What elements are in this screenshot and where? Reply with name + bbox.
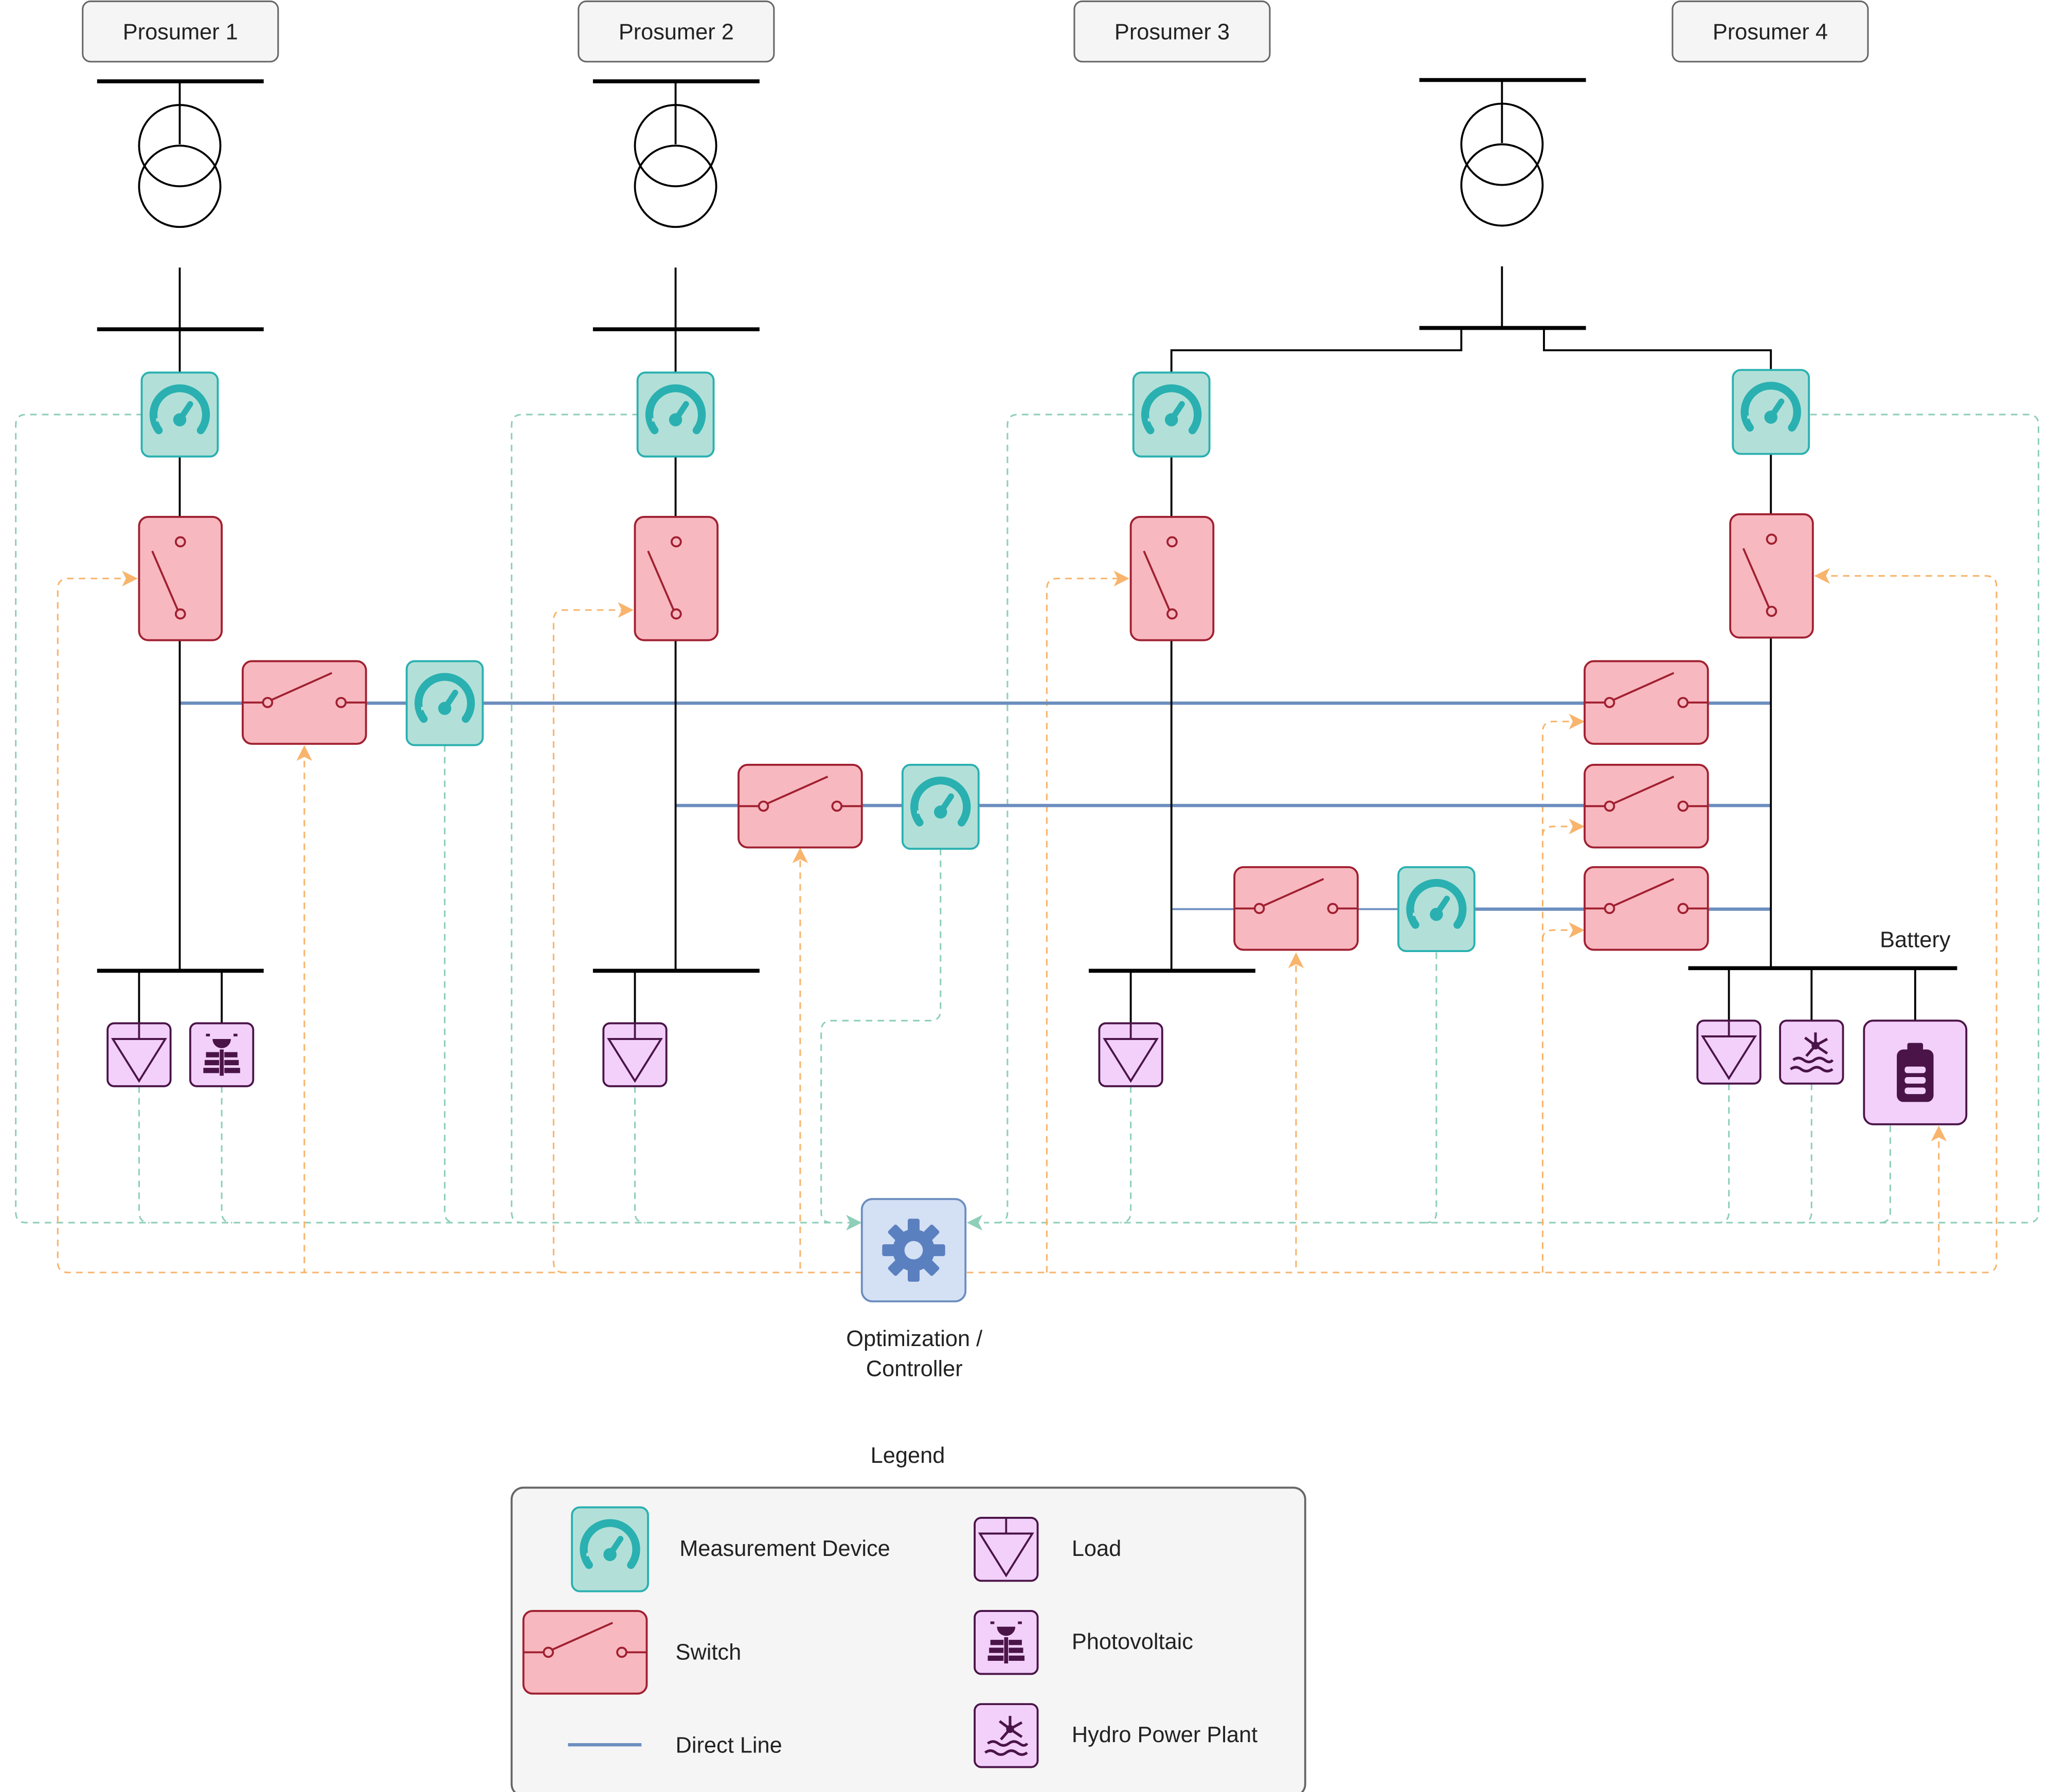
prosumer-label-2: Prosumer 2 [578, 1, 775, 63]
switch-prosumer-2 [634, 515, 719, 641]
hydro-power-plant-prosumer-4 [1780, 1020, 1843, 1083]
power-wiring [97, 78, 1957, 1024]
signal-arrowhead-left [846, 1214, 862, 1231]
legend-box [510, 1486, 1306, 1792]
measurement-device-prosumer-4 [1733, 370, 1809, 454]
control-signal-lines [57, 575, 1998, 1274]
legend-direct-line-label: Direct Line [676, 1733, 782, 1758]
switch-line-1-left [241, 660, 367, 745]
switch-line-3-left [1233, 866, 1359, 951]
controller-node [860, 1198, 967, 1303]
load-prosumer-2 [602, 1022, 668, 1087]
legend-photovoltaic-icon [975, 1611, 1037, 1674]
legend-title: Legend [871, 1443, 945, 1468]
legend-measurement-icon [572, 1508, 648, 1591]
switch-line-2-right [1584, 764, 1709, 849]
switch-line-3-right [1584, 866, 1709, 951]
measurement-device-prosumer-1 [142, 372, 218, 456]
legend-hydro-icon [975, 1704, 1037, 1767]
load-prosumer-3 [1098, 1022, 1163, 1087]
switch-prosumer-1 [138, 515, 223, 641]
measurement-device-prosumer-3 [1134, 372, 1210, 456]
measurement-signal-lines [15, 414, 2040, 1224]
battery-label: Battery [1880, 927, 1951, 952]
svg-text:Prosumer 3: Prosumer 3 [1115, 20, 1230, 45]
prosumer-label-1: Prosumer 1 [82, 1, 279, 63]
prosumer-label-3: Prosumer 3 [1073, 1, 1271, 63]
photovoltaic-prosumer-1 [190, 1023, 253, 1086]
svg-text:Prosumer 4: Prosumer 4 [1713, 20, 1828, 45]
legend-switch-icon [522, 1610, 648, 1695]
svg-text:Prosumer 2: Prosumer 2 [619, 20, 734, 45]
measurement-device-line-2 [903, 765, 979, 849]
legend-photovoltaic-label: Photovoltaic [1072, 1629, 1193, 1654]
control-arrowheads [122, 568, 1947, 1141]
measurement-device-prosumer-2 [638, 372, 714, 456]
signal-arrowhead-right [966, 1214, 983, 1231]
legend-switch-label: Switch [676, 1640, 742, 1664]
load-prosumer-1 [106, 1022, 172, 1087]
measurement-device-line-3 [1398, 867, 1475, 951]
load-prosumer-4 [1696, 1019, 1762, 1085]
prosumer-label-4: Prosumer 4 [1671, 1, 1869, 63]
gear-icon [882, 1218, 945, 1282]
controller-label-line-2: Controller [866, 1356, 963, 1381]
legend-hydro-label: Hydro Power Plant [1072, 1723, 1257, 1747]
svg-text:Prosumer 1: Prosumer 1 [123, 20, 238, 45]
legend-load-label: Load [1072, 1536, 1121, 1561]
legend-load-icon [974, 1517, 1039, 1582]
switch-prosumer-4 [1729, 513, 1814, 639]
battery-icon [1863, 1019, 1968, 1125]
controller-label-line-1: Optimization / [846, 1327, 983, 1351]
switch-line-2-left [738, 764, 863, 849]
measurement-device-line-1 [407, 661, 483, 745]
switch-prosumer-3 [1129, 515, 1215, 641]
switch-line-1-right [1584, 660, 1709, 745]
legend-measurement-label: Measurement Device [679, 1536, 890, 1561]
